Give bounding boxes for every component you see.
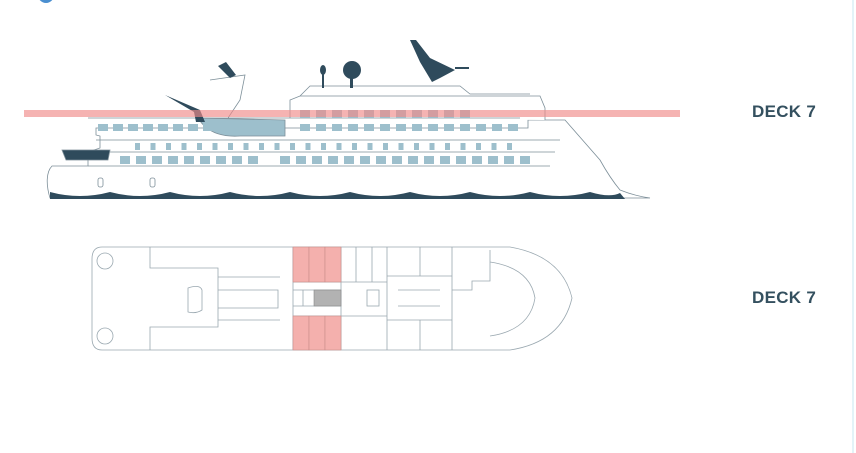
window: [472, 156, 482, 164]
window: [200, 156, 210, 164]
window: [424, 156, 434, 164]
cabin: [324, 246, 342, 283]
window: [367, 143, 373, 150]
scrollbar-edge: [852, 0, 854, 453]
window: [305, 143, 311, 150]
window: [507, 143, 512, 150]
window: [492, 124, 502, 131]
window: [143, 124, 153, 131]
window: [184, 156, 194, 164]
window: [280, 156, 290, 164]
window: [360, 156, 370, 164]
window: [248, 156, 258, 164]
window: [476, 124, 486, 131]
window: [414, 143, 419, 150]
window: [135, 143, 140, 150]
window: [316, 124, 326, 131]
window: [274, 143, 280, 150]
window: [429, 143, 435, 150]
window: [488, 156, 498, 164]
window: [428, 124, 438, 131]
window: [181, 143, 187, 150]
window: [113, 124, 123, 131]
cabin: [292, 315, 310, 351]
window: [128, 124, 138, 131]
window: [259, 143, 264, 150]
radar-dome: [343, 61, 361, 79]
window: [348, 124, 358, 131]
window: [232, 156, 242, 164]
window: [383, 143, 388, 150]
window: [328, 156, 338, 164]
window: [212, 143, 218, 150]
window: [203, 124, 213, 131]
window: [173, 124, 183, 131]
cabin: [324, 315, 342, 351]
brand-corner-mark: [38, 0, 54, 3]
window: [120, 156, 130, 164]
window: [321, 143, 326, 150]
window: [508, 124, 518, 131]
deck-marker-line: [24, 110, 680, 117]
window: [197, 143, 202, 150]
window: [504, 156, 514, 164]
window: [476, 143, 481, 150]
window: [364, 124, 374, 131]
window: [150, 143, 156, 150]
window: [98, 124, 108, 131]
window: [158, 124, 168, 131]
window: [344, 156, 354, 164]
window: [491, 143, 497, 150]
mast: [410, 40, 455, 82]
window: [376, 156, 386, 164]
window: [136, 156, 146, 164]
tender-boat: [61, 149, 111, 161]
water-wave: [50, 192, 625, 199]
window: [398, 143, 404, 150]
elevator-block: [313, 289, 342, 307]
deck-label-profile: DECK 7: [752, 102, 817, 121]
window: [396, 124, 406, 131]
window: [520, 156, 530, 164]
ship-profile: [46, 74, 651, 199]
window: [216, 156, 226, 164]
window: [456, 156, 466, 164]
window: [460, 143, 466, 150]
window: [168, 156, 178, 164]
cabin: [308, 246, 326, 283]
cabin: [292, 246, 310, 283]
window: [152, 156, 162, 164]
window: [412, 124, 422, 131]
cabin: [308, 315, 326, 351]
superstructure-top: [299, 85, 530, 97]
window: [296, 156, 306, 164]
highlighted-cabins: [292, 246, 342, 351]
window: [312, 156, 322, 164]
window: [460, 124, 470, 131]
window: [440, 156, 450, 164]
deck-label-plan: DECK 7: [752, 288, 817, 307]
window: [445, 143, 450, 150]
window: [290, 143, 295, 150]
window: [444, 124, 454, 131]
window: [188, 124, 198, 131]
window: [380, 124, 390, 131]
window: [336, 143, 342, 150]
window: [352, 143, 357, 150]
window: [300, 124, 310, 131]
window: [228, 143, 233, 150]
window: [166, 143, 171, 150]
window: [243, 143, 249, 150]
window: [392, 156, 402, 164]
funnel: [209, 74, 246, 119]
window: [408, 156, 418, 164]
window: [332, 124, 342, 131]
lifeboat: [197, 117, 286, 137]
